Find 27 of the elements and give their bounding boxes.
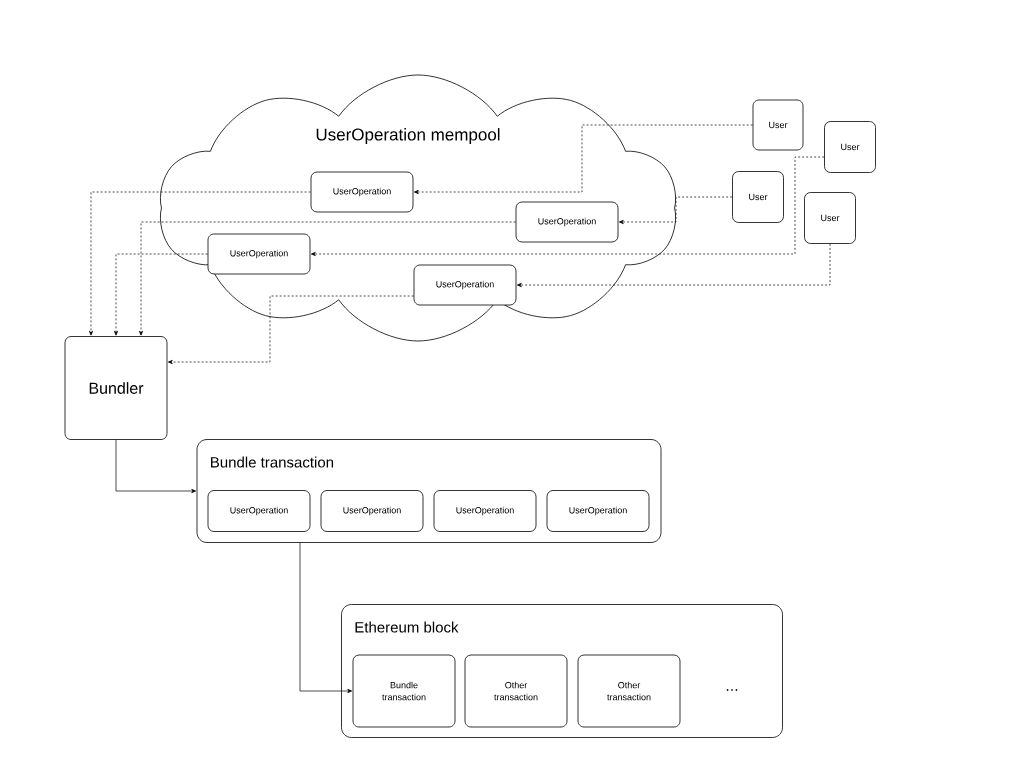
process-box: User [804,192,856,244]
process-box: UserOperation [320,490,424,532]
arrow [115,439,197,494]
process-box: User [752,99,804,151]
process-box: Other transaction [577,654,681,728]
arrow [516,243,831,288]
process-box: Bundle transaction [352,654,456,728]
arrow [413,124,753,195]
process-box: User [732,171,784,223]
process-box: User [824,121,876,173]
arrow [618,196,733,225]
arrow [299,542,353,694]
process-box: UserOperation [433,490,537,532]
process-box: UserOperation [546,490,650,532]
process-box: UserOperation [515,201,619,243]
process-box: UserOperation [413,264,517,306]
arrow [310,156,825,257]
process-box: Other transaction [464,654,568,728]
process-box: UserOperation [207,233,311,275]
arrow [88,191,311,336]
arrow [167,295,414,365]
arrow [113,253,208,336]
arrow [138,221,516,336]
process-box: UserOperation [310,171,414,213]
process-box: UserOperation [207,490,311,532]
process-box: Bundler [64,336,168,440]
ellipsis: ... [726,689,738,691]
